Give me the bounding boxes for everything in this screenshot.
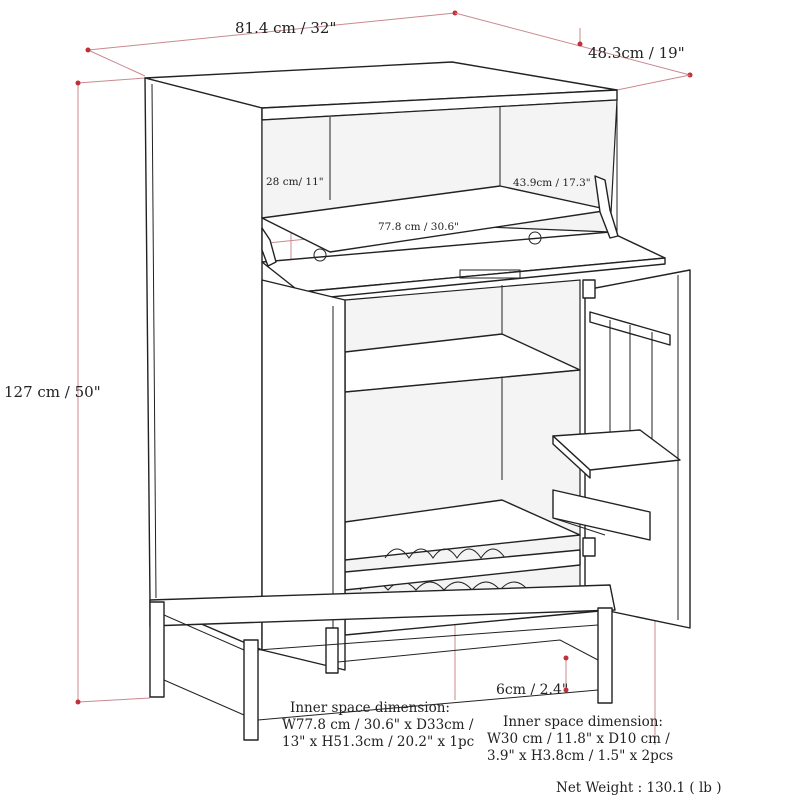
leg-back-mid — [325, 627, 339, 674]
width-extension-line-left — [87, 49, 146, 77]
stretcher-left-top — [163, 614, 245, 651]
leg-front-left — [149, 601, 165, 698]
door-shelf-upper-side — [552, 435, 591, 479]
width-label: 81.4 cm / 32" — [235, 19, 336, 37]
stretcher-back — [337, 639, 599, 663]
cabinet-outline — [144, 61, 691, 741]
upper-depth-label: 43.9cm / 17.3" — [513, 177, 591, 189]
inner-main-line-1: Inner space dimension: — [290, 700, 450, 716]
width-dimension-line — [87, 12, 456, 51]
inner-main-line-2: W77.8 cm / 30.6" x D33cm / — [282, 717, 474, 733]
height-extension-bottom — [77, 697, 151, 703]
inner-main-line-3: 13" x H51.3cm / 20.2" x 1pc — [282, 734, 474, 750]
wine-bottle-cradles — [384, 548, 506, 559]
height-endpoint-bottom — [75, 699, 81, 705]
right-door-hinge-top — [582, 279, 596, 299]
upper-height-label: 28 cm/ 11" — [266, 176, 324, 188]
stretcher-front-top — [257, 624, 599, 651]
shelf-front-edge — [344, 369, 581, 393]
upper-width-label: 77.8 cm / 30.6" — [378, 221, 459, 233]
left-side-edge — [151, 83, 157, 599]
door-shelf-lower-edge — [552, 517, 606, 536]
leg-clearance-endpoint-bottom — [563, 687, 569, 693]
net-weight-label: Net Weight : 130.1 ( lb ) — [556, 780, 722, 796]
flap-hole-left — [313, 248, 327, 262]
stretcher-front-bottom — [257, 689, 599, 721]
door-shelf-lower — [552, 489, 651, 541]
stretcher-left-bottom — [163, 679, 245, 716]
inner-door-line-3: 3.9" x H3.8cm / 1.5" x 2pcs — [487, 748, 673, 764]
width-endpoint-left — [85, 47, 91, 53]
left-flap-hinge — [261, 227, 277, 267]
flap-handle — [459, 269, 521, 279]
leg-front-right — [597, 607, 613, 704]
depth-extension-line — [616, 74, 691, 91]
leg-clearance-label: 6cm / 2.4" — [496, 682, 568, 698]
cabinet-left-side — [144, 77, 263, 651]
right-door-hinge-bottom — [582, 537, 596, 557]
depth-label: 48.3cm / 19" — [588, 44, 685, 62]
height-label: 127 cm / 50" — [4, 383, 101, 401]
flap-hole-right — [528, 231, 542, 245]
leg-clearance-endpoint-top — [563, 655, 569, 661]
inner-door-line-2: W30 cm / 11.8" x D10 cm / — [487, 731, 670, 747]
left-door — [261, 279, 346, 671]
height-endpoint-top — [75, 80, 81, 86]
dimension-labels: 81.4 cm / 32" 48.3cm / 19" 127 cm / 50" … — [4, 19, 722, 796]
inner-door-line-1: Inner space dimension: — [503, 714, 663, 730]
depth-endpoint-mid — [577, 41, 583, 47]
right-flap-hinge — [594, 175, 619, 239]
leg-front-mid — [243, 639, 259, 741]
depth-dimension-line — [454, 12, 691, 76]
height-extension-top — [77, 77, 146, 84]
